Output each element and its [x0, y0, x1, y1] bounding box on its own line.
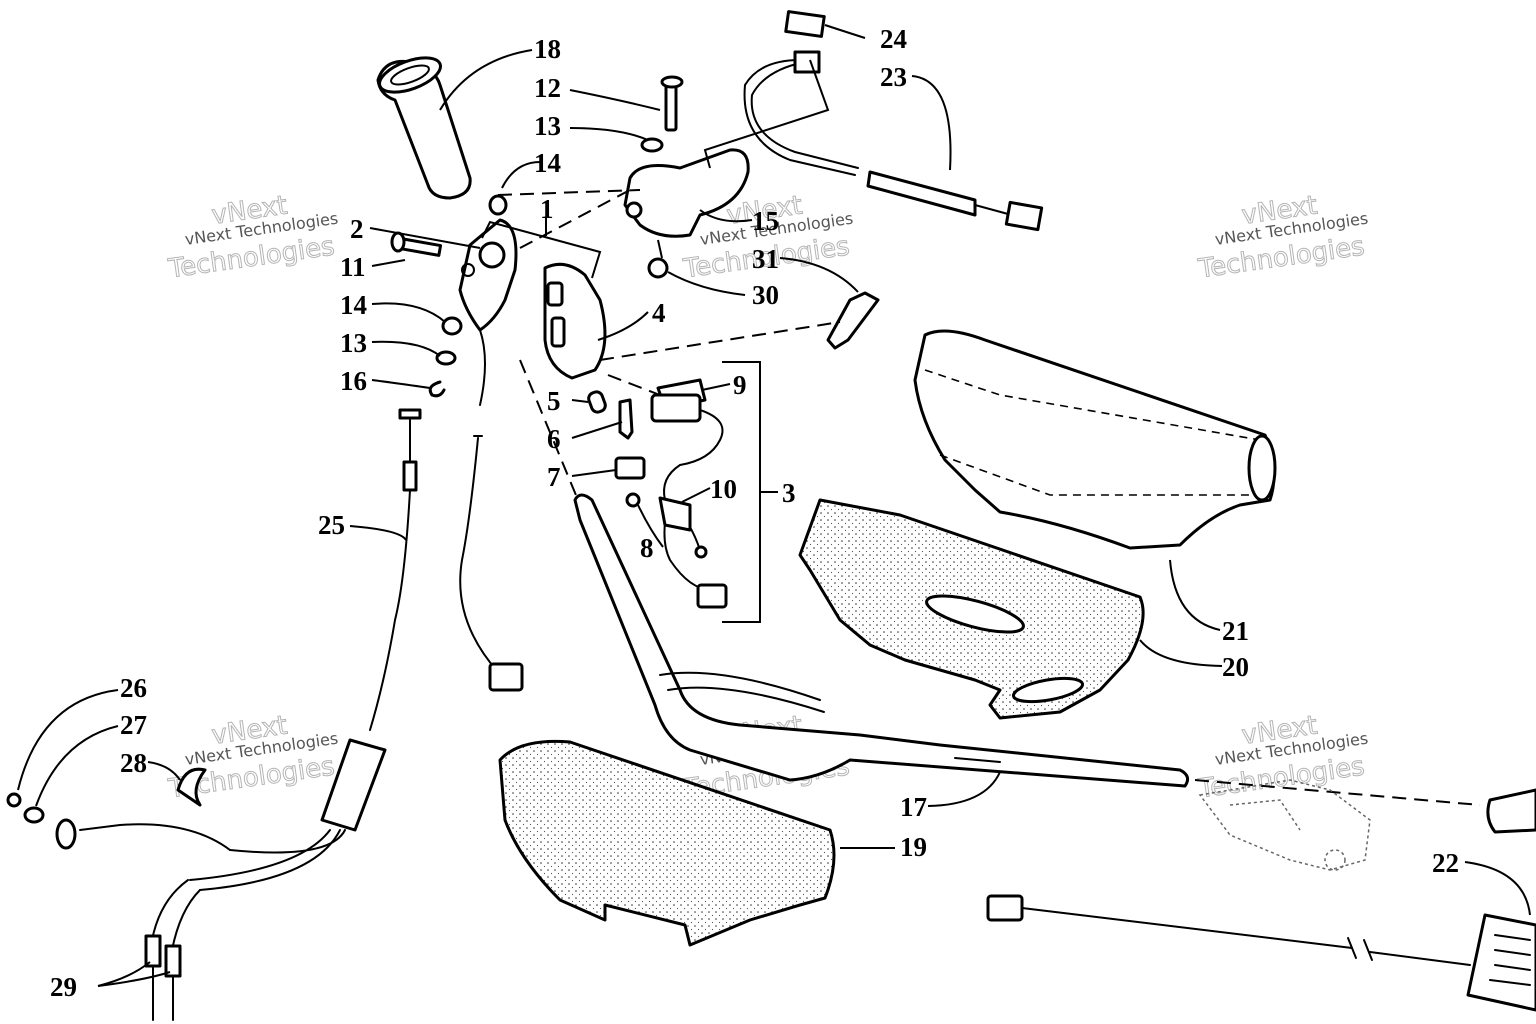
- screw-8: [625, 492, 641, 508]
- callout-25: 25: [318, 510, 345, 540]
- callout-23: 23: [880, 62, 907, 92]
- callout-13-top: 13: [534, 111, 561, 141]
- watermark-right: vNext vNext Technologies Technologies: [1195, 190, 1369, 285]
- grip-part: [376, 56, 472, 200]
- callout-17: 17: [900, 792, 927, 822]
- callout-19: 19: [900, 832, 927, 862]
- harness-10: [658, 409, 728, 609]
- clip-16: [428, 380, 446, 398]
- callout-2: 2: [350, 214, 364, 244]
- washer-27: [23, 806, 45, 824]
- watermark-lower-right: vNext vNext Technologies Technologies: [1195, 710, 1369, 805]
- callout-1: 1: [540, 194, 554, 224]
- callout-20: 20: [1222, 652, 1249, 682]
- left-wire: [459, 435, 524, 692]
- callout-14-top: 14: [534, 148, 561, 178]
- kill-switch-9: [650, 378, 707, 423]
- assembly-line-30: [657, 239, 663, 259]
- callout-11: 11: [340, 252, 366, 282]
- callout-16: 16: [340, 366, 367, 396]
- washer-13: [435, 350, 457, 366]
- pad-19: [498, 739, 836, 947]
- callout-13-bottom: 13: [340, 328, 367, 358]
- handlebar-17: [573, 493, 1190, 788]
- callout-18: 18: [534, 34, 561, 64]
- assembly-line-e: [607, 374, 661, 396]
- callout-14-bottom: 14: [340, 290, 367, 320]
- assembly-line-a: [497, 189, 641, 196]
- cover-20-window: [925, 594, 1025, 634]
- nut-14-top: [488, 194, 508, 216]
- bolt-12: [660, 75, 684, 132]
- callout-30: 30: [752, 280, 779, 310]
- callout-24: 24: [880, 24, 907, 54]
- assembly-line-d: [519, 359, 579, 501]
- callout-22: 22: [1432, 848, 1459, 878]
- cover-21: [913, 329, 1277, 550]
- callout-29: 29: [50, 972, 77, 1002]
- switch-housing-4: [543, 262, 607, 380]
- throttle-block-1: [458, 218, 518, 406]
- watermark-left: vNext vNext Technologies Technologies: [165, 190, 339, 285]
- callout-3: 3: [782, 478, 796, 508]
- callout-6: 6: [547, 424, 561, 454]
- assembly-line-b: [519, 189, 631, 249]
- bracket-31: [826, 291, 880, 350]
- clip-26: [6, 792, 22, 808]
- callout-26: 26: [120, 673, 147, 703]
- lever-15: [623, 148, 750, 238]
- wire-harness-23: [743, 50, 1044, 232]
- callout-28: 28: [120, 748, 147, 778]
- callout-4: 4: [652, 298, 666, 328]
- clip-6: [618, 398, 634, 440]
- callout-15: 15: [752, 206, 779, 236]
- callout-7: 7: [547, 462, 561, 492]
- nut-30: [647, 257, 669, 279]
- throttle-cable-25: [369, 408, 422, 731]
- ghost-lever: [1198, 779, 1371, 871]
- washer-13-top: [640, 137, 664, 153]
- bracket-1: [481, 220, 602, 279]
- heater-22: [986, 894, 1536, 1012]
- callout-8: 8: [640, 533, 654, 563]
- leader-lines: [17, 24, 1531, 987]
- callout-5: 5: [547, 386, 561, 416]
- assembly-line-24: [703, 59, 830, 169]
- callout-27: 27: [120, 710, 147, 740]
- callout-31: 31: [752, 244, 779, 274]
- callout-labels: 1 2 3 4 5 6 7 8 9 10 11 12 13 13 14 14 1…: [50, 24, 1459, 1002]
- pad-24: [784, 10, 826, 38]
- switch-7: [614, 456, 646, 480]
- assembly-line-c: [599, 321, 841, 361]
- callout-9: 9: [733, 370, 747, 400]
- callout-12: 12: [534, 73, 561, 103]
- callout-10: 10: [710, 474, 737, 504]
- callout-21: 21: [1222, 616, 1249, 646]
- cable-splitter: [55, 738, 387, 1021]
- spacer-5: [587, 390, 607, 414]
- ring-28: [176, 767, 207, 807]
- cover-20-window-right: [1011, 676, 1085, 704]
- right-grip: [1194, 779, 1536, 834]
- nut-14: [441, 316, 463, 336]
